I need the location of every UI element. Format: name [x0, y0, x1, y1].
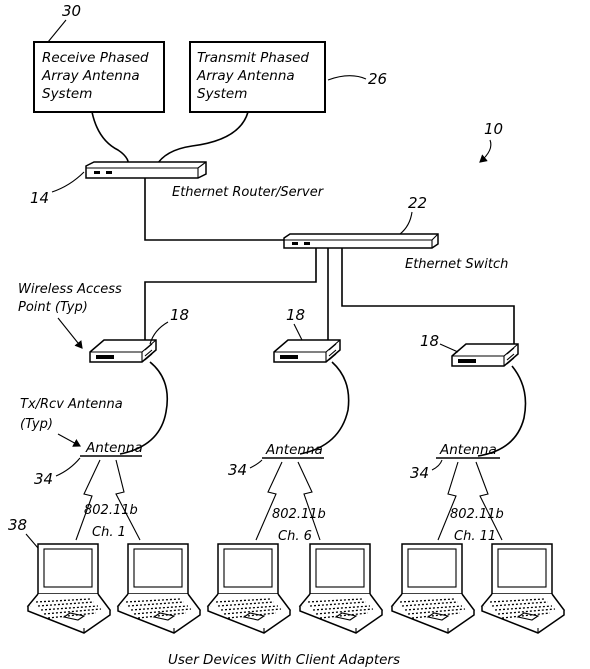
antenna-1: Antenna: [80, 440, 143, 457]
ref-22-leader: [399, 211, 413, 235]
wap-label-line2: Point (Typ): [18, 300, 88, 315]
ref-22: 22: [408, 194, 427, 212]
ref-34-b: 34: [228, 461, 247, 479]
channel-2-ch: Ch. 6: [278, 529, 312, 544]
ref-38-leader: [25, 533, 39, 549]
bottom-caption: User Devices With Client Adapters: [168, 652, 400, 668]
ref-14: 14: [30, 189, 49, 207]
ap1-antenna-cable: [119, 361, 169, 455]
laptop-4: [299, 543, 383, 634]
ref-18-a: 18: [170, 306, 189, 324]
transmit-cable: [155, 111, 249, 167]
ref-18-c: 18: [420, 332, 439, 350]
channel-2-std: 802.11b: [272, 507, 326, 522]
antenna-3: Antenna: [436, 442, 500, 459]
antenna-2: Antenna: [262, 442, 324, 459]
ref-34-c-leader: [431, 459, 443, 471]
receive-box-line2: Array Antenna: [41, 68, 140, 84]
receive-cable: [91, 111, 130, 167]
router-label: Ethernet Router/Server: [172, 185, 325, 200]
ref-26-leader: [327, 75, 367, 81]
switch-ap3-cable: [341, 248, 515, 344]
access-point-2: [273, 339, 341, 363]
antenna-3-label: Antenna: [439, 442, 497, 458]
channel-1-std: 802.11b: [84, 503, 138, 518]
transmit-box-line3: System: [197, 86, 247, 102]
ref-34-a: 34: [34, 470, 53, 488]
ref-34-b-leader: [249, 459, 263, 469]
ref-26: 26: [368, 70, 387, 88]
laptop-3: [207, 543, 291, 634]
ref-10: 10: [484, 120, 503, 138]
ethernet-router: [85, 161, 207, 179]
laptop-2: [117, 543, 201, 634]
ref-18-b-leader: [293, 323, 303, 341]
switch-label: Ethernet Switch: [405, 257, 508, 272]
wap-label-line1: Wireless Access: [18, 282, 122, 297]
ethernet-switch: [283, 233, 439, 249]
ref-18-c-leader: [439, 343, 459, 353]
ref-10-arrow: [479, 139, 492, 163]
transmit-box-line2: Array Antenna: [196, 68, 295, 84]
receive-antenna-box: Receive Phased Array Antenna System: [33, 41, 165, 113]
ref-18-b: 18: [286, 306, 305, 324]
ref-18-a-leader: [149, 321, 169, 345]
laptop-6: [481, 543, 565, 634]
ref-30: 30: [62, 2, 81, 20]
receive-box-line3: System: [42, 86, 92, 102]
laptop-5: [391, 543, 475, 634]
channel-3-std: 802.11b: [450, 507, 504, 522]
ap2-antenna-cable: [299, 361, 350, 455]
ref-38: 38: [8, 516, 27, 534]
switch-ap1-cable: [144, 248, 317, 350]
txrx-label-line2: (Typ): [20, 417, 53, 432]
receive-box-line1: Receive Phased: [42, 50, 149, 66]
access-point-3: [451, 343, 519, 367]
ap3-antenna-cable: [477, 365, 527, 457]
ref-30-leader: [47, 19, 67, 43]
antenna-2-label: Antenna: [265, 442, 323, 458]
channel-3-ch: Ch. 11: [454, 529, 496, 544]
transmit-box-line1: Transmit Phased: [197, 50, 309, 66]
ref-34-a-leader: [55, 457, 81, 477]
channel-1-ch: Ch. 1: [92, 525, 126, 540]
router-switch-cable: [144, 178, 284, 241]
ref-34-c: 34: [410, 464, 429, 482]
ref-14-leader: [51, 171, 85, 193]
wap-arrow: [57, 317, 83, 349]
laptop-1: [27, 543, 111, 634]
access-point-1: [89, 339, 157, 363]
txrx-arrow: [57, 433, 81, 447]
txrx-label-line1: Tx/Rcv Antenna: [20, 397, 123, 412]
antenna-1-label: Antenna: [85, 440, 143, 456]
wireless-links: [75, 459, 503, 541]
transmit-antenna-box: Transmit Phased Array Antenna System: [189, 41, 326, 113]
